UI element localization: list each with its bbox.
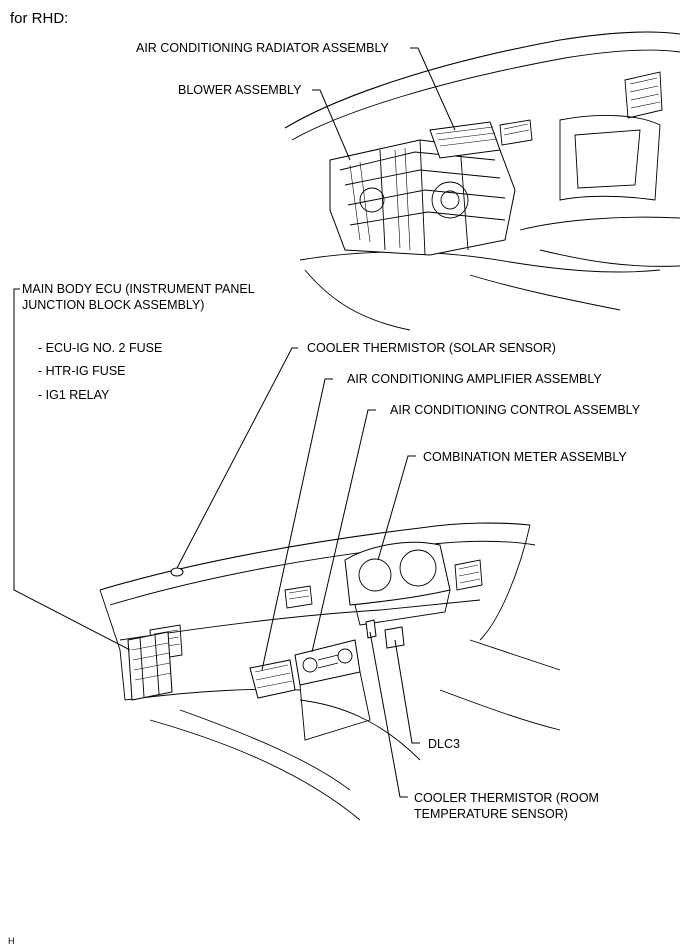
label-ig1-relay: - IG1 RELAY <box>38 388 110 402</box>
label-htr-ig-fuse: - HTR-IG FUSE <box>38 364 126 378</box>
label-combination-meter-assembly: COMBINATION METER ASSEMBLY <box>423 450 627 464</box>
label-blower-assembly: BLOWER ASSEMBLY <box>178 83 302 97</box>
label-air-conditioning-amplifier-assembly: AIR CONDITIONING AMPLIFIER ASSEMBLY <box>347 372 602 386</box>
label-dlc3: DLC3 <box>428 737 460 751</box>
label-cooler-thermistor-solar-sensor: COOLER THERMISTOR (SOLAR SENSOR) <box>307 341 556 355</box>
label-main-body-ecu-line1: MAIN BODY ECU (INSTRUMENT PANEL <box>22 282 255 296</box>
page-heading: for RHD: <box>10 10 69 27</box>
upper-dashboard-drawing <box>284 31 681 331</box>
label-air-conditioning-radiator-assembly: AIR CONDITIONING RADIATOR ASSEMBLY <box>136 41 389 55</box>
label-ecu-ig-no2-fuse: - ECU-IG NO. 2 FUSE <box>38 341 163 355</box>
label-cooler-thermistor-room-line1: COOLER THERMISTOR (ROOM <box>414 791 599 805</box>
figure-mark: H <box>8 936 15 946</box>
lower-dashboard-drawing <box>99 522 561 821</box>
label-air-conditioning-control-assembly: AIR CONDITIONING CONTROL ASSEMBLY <box>390 403 641 417</box>
label-main-body-ecu-line2: JUNCTION BLOCK ASSEMBLY) <box>22 298 205 312</box>
leader-lines <box>13 47 456 798</box>
label-cooler-thermistor-room-line2: TEMPERATURE SENSOR) <box>414 807 568 821</box>
